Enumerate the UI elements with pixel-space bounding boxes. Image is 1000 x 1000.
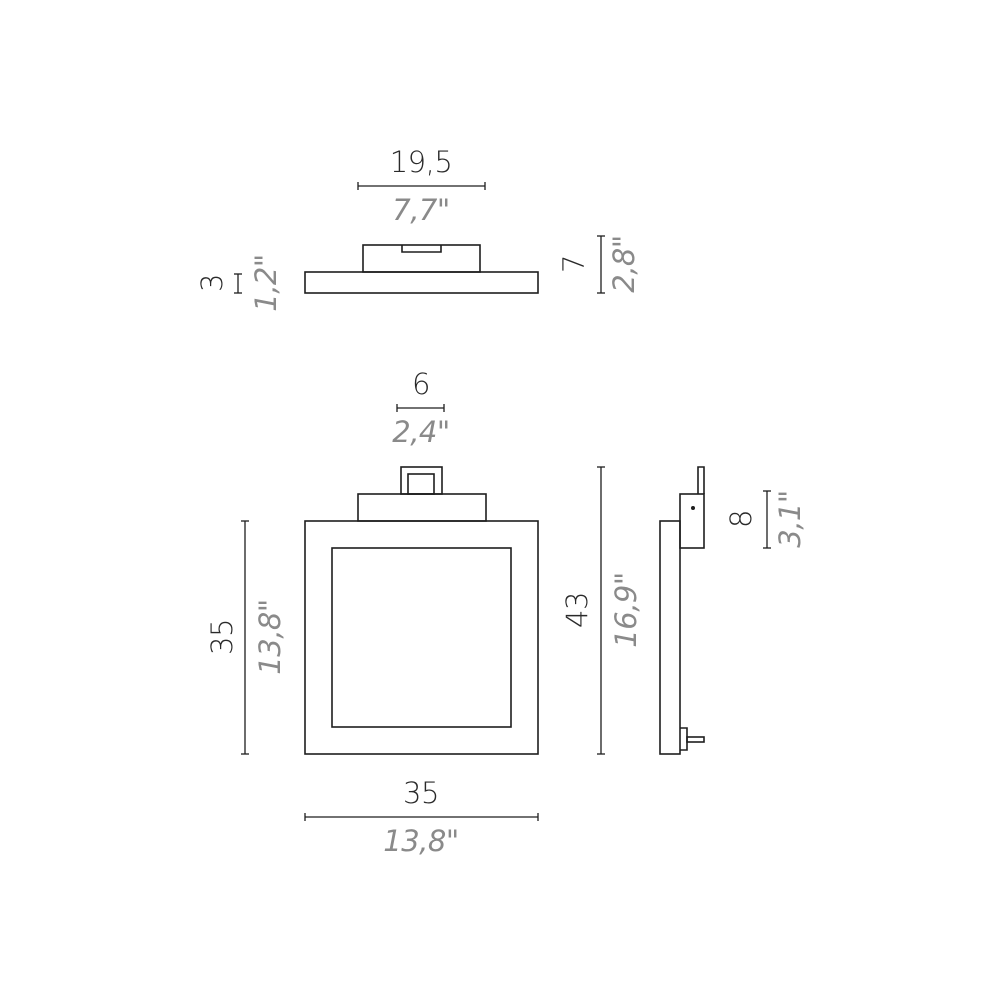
dimension-total-height: 43 16,9" — [560, 466, 643, 755]
front-view-hanger-outer — [400, 466, 443, 495]
front-view-outer-frame — [304, 520, 539, 755]
dimension-front-width: 35 13,8" — [304, 776, 539, 858]
top-view-mount — [362, 244, 481, 273]
side-view-body — [659, 520, 681, 755]
front-height-metric: 35 — [205, 619, 239, 655]
dimension-side-bracket-height: 8 3,1" — [724, 490, 807, 549]
total-height-imperial: 16,9" — [609, 572, 643, 647]
dimension-top-width: 19,5 7,7" — [357, 145, 486, 227]
top-plate-thickness-metric: 3 — [195, 274, 229, 292]
dimension-top-total-depth: 7 2,8" — [557, 235, 641, 294]
top-view: 19,5 7,7" 3 1,2" 7 2,8" — [195, 145, 641, 312]
side-view-screw — [691, 506, 695, 510]
front-view-hanger-inner — [407, 473, 435, 495]
side-view: 8 3,1" — [659, 466, 807, 755]
front-height-imperial: 13,8" — [253, 599, 287, 674]
top-view-mount-notch — [401, 245, 442, 253]
bracket-width-metric: 6 — [412, 367, 430, 401]
side-view-hook — [697, 466, 705, 494]
side-bracket-height-metric: 8 — [724, 510, 758, 528]
front-view-inner-panel — [331, 547, 512, 728]
top-total-depth-metric: 7 — [557, 255, 591, 273]
top-plate-thickness-imperial: 1,2" — [249, 254, 283, 311]
side-view-bracket — [679, 493, 705, 549]
front-width-imperial: 13,8" — [383, 824, 458, 858]
front-view-mount — [357, 493, 487, 522]
front-width-metric: 35 — [403, 776, 439, 810]
top-width-metric: 19,5 — [390, 145, 453, 179]
total-height-metric: 43 — [560, 592, 594, 628]
side-bracket-height-imperial: 3,1" — [773, 490, 807, 547]
side-view-switch-stem — [680, 727, 688, 751]
bracket-width-imperial: 2,4" — [392, 415, 449, 449]
side-view-switch-lever — [686, 736, 705, 743]
top-total-depth-imperial: 2,8" — [607, 235, 641, 292]
top-width-imperial: 7,7" — [392, 193, 449, 227]
dimension-front-height: 35 13,8" — [205, 520, 287, 755]
dimension-bracket-width: 6 2,4" — [392, 367, 450, 449]
dimension-top-plate-thickness: 3 1,2" — [195, 254, 283, 311]
front-view: 6 2,4" 35 13,8" 43 16,9" 35 13,8" — [205, 367, 643, 858]
top-view-plate — [304, 271, 539, 294]
